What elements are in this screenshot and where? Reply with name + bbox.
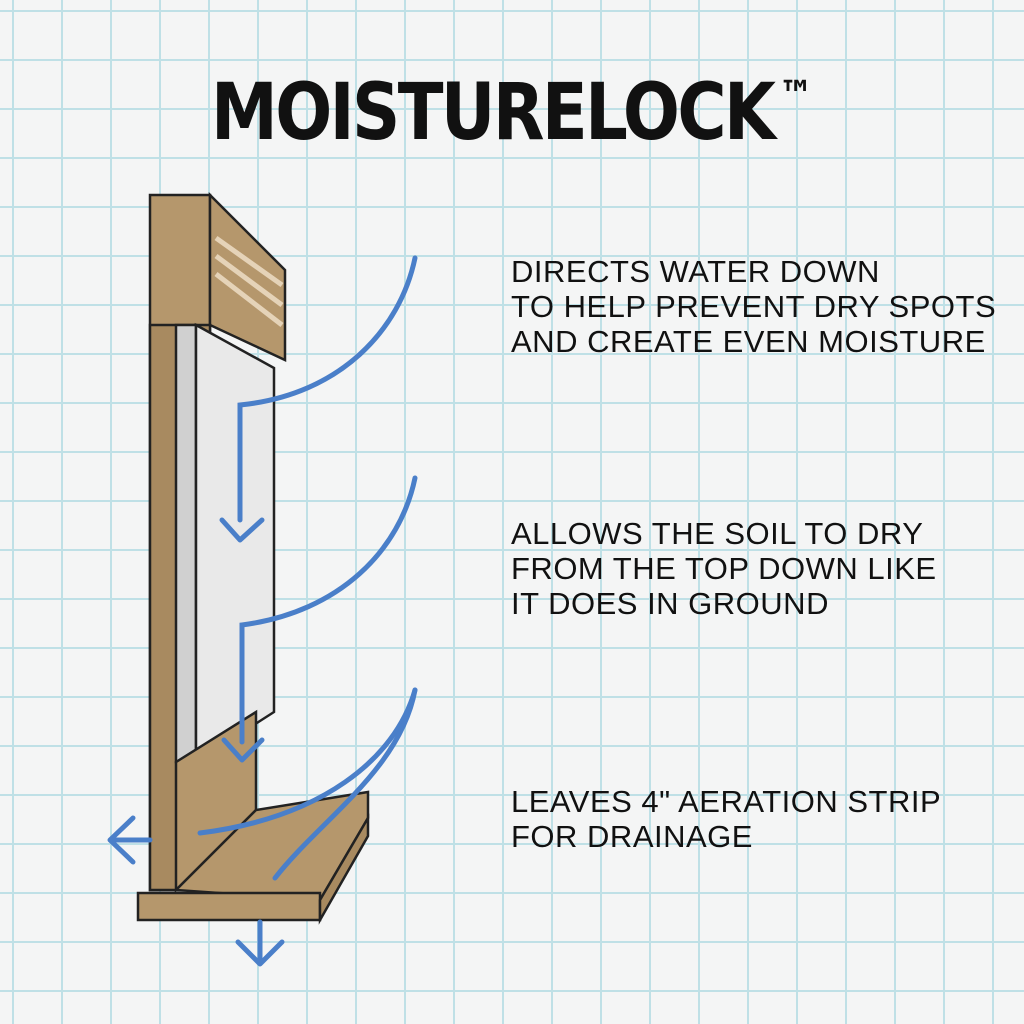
callout-line: TO HELP PREVENT DRY SPOTS	[511, 289, 997, 324]
title-text: MOISTURELOCK	[211, 68, 776, 158]
trademark-symbol: ™	[778, 73, 813, 119]
water-flow-arrow-middle	[221, 475, 418, 763]
drainage-arrow-left	[107, 815, 153, 865]
callout-directs-water: DIRECTS WATER DOWN TO HELP PREVENT DRY S…	[511, 254, 997, 359]
callout-line: IT DOES IN GROUND	[511, 586, 829, 621]
callout-soil-dry: ALLOWS THE SOIL TO DRY FROM THE TOP DOWN…	[511, 516, 981, 621]
callout-line: LEAVES 4" AERATION STRIP	[511, 784, 942, 819]
callout-line: AND CREATE EVEN MOISTURE	[511, 324, 986, 359]
moisture-liner-panel	[174, 322, 276, 765]
water-flow-arrow-top	[219, 255, 418, 543]
water-flow-arrow-bottom	[197, 687, 418, 881]
callout-line: FOR DRAINAGE	[511, 819, 753, 854]
bottom-base-board	[136, 790, 370, 925]
callout-line: ALLOWS THE SOIL TO DRY	[511, 516, 924, 551]
callout-aeration-strip: LEAVES 4" AERATION STRIP FOR DRAINAGE	[511, 784, 981, 854]
callout-line: DIRECTS WATER DOWN	[511, 254, 880, 289]
callout-line: FROM THE TOP DOWN LIKE	[511, 551, 937, 586]
drainage-arrow-down	[235, 919, 285, 967]
top-cap-stripes	[214, 235, 284, 327]
